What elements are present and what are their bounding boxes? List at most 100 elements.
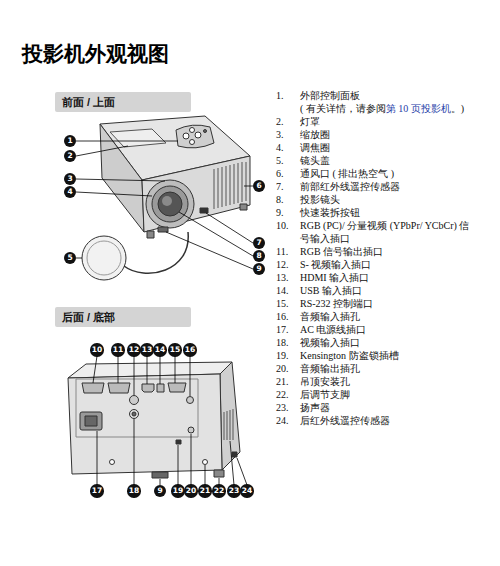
leader-line bbox=[118, 356, 119, 383]
list-number: 7. bbox=[276, 180, 300, 193]
list-item: 7.前部红外线遥控传感器 bbox=[276, 180, 488, 193]
note-text: 。) bbox=[451, 103, 464, 114]
callout-circle: 12 bbox=[127, 343, 140, 356]
part-name: 外部控制面板 bbox=[300, 90, 360, 101]
callout-number: 8 bbox=[256, 252, 261, 260]
leader-line bbox=[237, 458, 247, 485]
part-name: 吊顶安装孔 bbox=[300, 376, 350, 387]
callout-circle: 2 bbox=[64, 150, 76, 162]
mount-hole bbox=[203, 460, 208, 465]
part-name: 灯罩 bbox=[300, 116, 320, 127]
callout-circle: 24 bbox=[240, 484, 253, 497]
list-number: 17. bbox=[276, 323, 300, 336]
item-text: 通风口 ( 排出热空气 ) bbox=[300, 167, 470, 180]
button bbox=[183, 133, 189, 139]
text-block: 后调节支脚 bbox=[300, 388, 470, 401]
list-number: 10. bbox=[276, 219, 300, 245]
rs232-port bbox=[168, 383, 186, 392]
list-item: 9.快速装拆按钮 bbox=[276, 206, 488, 219]
callout-circle: 10 bbox=[90, 343, 103, 356]
indicator bbox=[204, 130, 207, 133]
text-block: 快速装拆按钮 bbox=[300, 206, 470, 219]
text-block: HDMI 输入插口 bbox=[300, 271, 470, 284]
callout-circle: 7 bbox=[253, 237, 265, 249]
part-name: 通风口 ( 排出热空气 ) bbox=[300, 168, 394, 179]
list-item: 22.后调节支脚 bbox=[276, 388, 488, 401]
part-name: 后红外线遥控传感器 bbox=[300, 415, 390, 426]
ac-socket bbox=[80, 412, 102, 430]
parts-list: 1.外部控制面板( 有关详情，请参阅第 10 页投影机。)2.灯罩3.缩放圈4.… bbox=[276, 89, 488, 427]
lens-glass bbox=[158, 192, 182, 216]
lens-cap bbox=[82, 236, 126, 280]
part-name: RGB 信号输出插口 bbox=[300, 246, 383, 257]
text-block: 外部控制面板 bbox=[300, 89, 470, 102]
list-item: 6.通风口 ( 排出热空气 ) bbox=[276, 167, 488, 180]
item-text: 前部红外线遥控传感器 bbox=[300, 180, 470, 193]
mount-hole bbox=[110, 460, 115, 465]
lens-cap-rim bbox=[87, 241, 121, 275]
item-text: HDMI 输入插口 bbox=[300, 271, 470, 284]
cap-strap bbox=[124, 232, 188, 273]
callout-number: 20 bbox=[186, 487, 196, 495]
callout-circle: 3 bbox=[64, 173, 76, 185]
text-block: 后红外线遥控传感器 bbox=[300, 414, 470, 427]
callout-circle: 11 bbox=[111, 343, 124, 356]
list-number: 8. bbox=[276, 193, 300, 206]
callout-number: 2 bbox=[67, 152, 72, 160]
part-name: AC 电源线插口 bbox=[300, 324, 366, 335]
text-block: Kensington 防盗锁插槽 bbox=[300, 349, 470, 362]
foot bbox=[240, 204, 247, 210]
list-item: 12.S- 视频输入插口 bbox=[276, 258, 488, 271]
callout-circle: 19 bbox=[171, 484, 184, 497]
list-item: 8.投影镜头 bbox=[276, 193, 488, 206]
list-number: 20. bbox=[276, 362, 300, 375]
video-jack-center bbox=[132, 412, 136, 416]
text-block: RGB 信号输出插口 bbox=[300, 245, 470, 258]
callout-number: 24 bbox=[242, 487, 252, 495]
callout-circle: 21 bbox=[198, 484, 211, 497]
callout-circle: 15 bbox=[168, 343, 181, 356]
section-band: 前面 / 上面 bbox=[55, 92, 191, 112]
callout-circle: 4 bbox=[64, 186, 76, 198]
part-name: 投影镜头 bbox=[300, 194, 340, 205]
item-text: USB 输入插口 bbox=[300, 284, 470, 297]
leader-line bbox=[166, 232, 253, 269]
button bbox=[190, 140, 195, 145]
list-item: 14.USB 输入插口 bbox=[276, 284, 488, 297]
callout-number: 7 bbox=[256, 239, 261, 247]
part-name: 后调节支脚 bbox=[300, 389, 350, 400]
item-text: 后调节支脚 bbox=[300, 388, 470, 401]
item-text: 灯罩 bbox=[300, 115, 470, 128]
callout-circle: 9 bbox=[154, 485, 166, 497]
list-item: 19.Kensington 防盗锁插槽 bbox=[276, 349, 488, 362]
leader-line bbox=[147, 356, 148, 384]
callout-circle: 5 bbox=[64, 252, 76, 264]
leader-line bbox=[160, 356, 161, 384]
leader-line bbox=[205, 465, 206, 485]
video-jack bbox=[130, 410, 139, 419]
text-block: 镜头盖 bbox=[300, 154, 470, 167]
leader-line bbox=[76, 146, 128, 156]
part-name: 调焦圈 bbox=[300, 142, 330, 153]
list-item: 3.缩放圈 bbox=[276, 128, 488, 141]
rear-panel bbox=[68, 374, 222, 474]
text-block: 视频输入插口 bbox=[300, 336, 470, 349]
text-block: 吊顶安装孔 bbox=[300, 375, 470, 388]
list-item: 16.音频输入插孔 bbox=[276, 310, 488, 323]
list-number: 24. bbox=[276, 414, 300, 427]
list-number: 5. bbox=[276, 154, 300, 167]
callout-circle: 9 bbox=[253, 263, 265, 275]
rear-leader-lines bbox=[93, 356, 247, 485]
leader-line bbox=[76, 141, 178, 142]
part-name: 前部红外线遥控传感器 bbox=[300, 181, 400, 192]
callout-circle: 18 bbox=[127, 484, 140, 497]
list-number: 6. bbox=[276, 167, 300, 180]
rgb-out-port bbox=[108, 383, 130, 393]
audio-out-jack bbox=[188, 427, 194, 433]
list-number: 12. bbox=[276, 258, 300, 271]
callout-number: 15 bbox=[170, 346, 180, 354]
usb-port bbox=[157, 384, 164, 392]
